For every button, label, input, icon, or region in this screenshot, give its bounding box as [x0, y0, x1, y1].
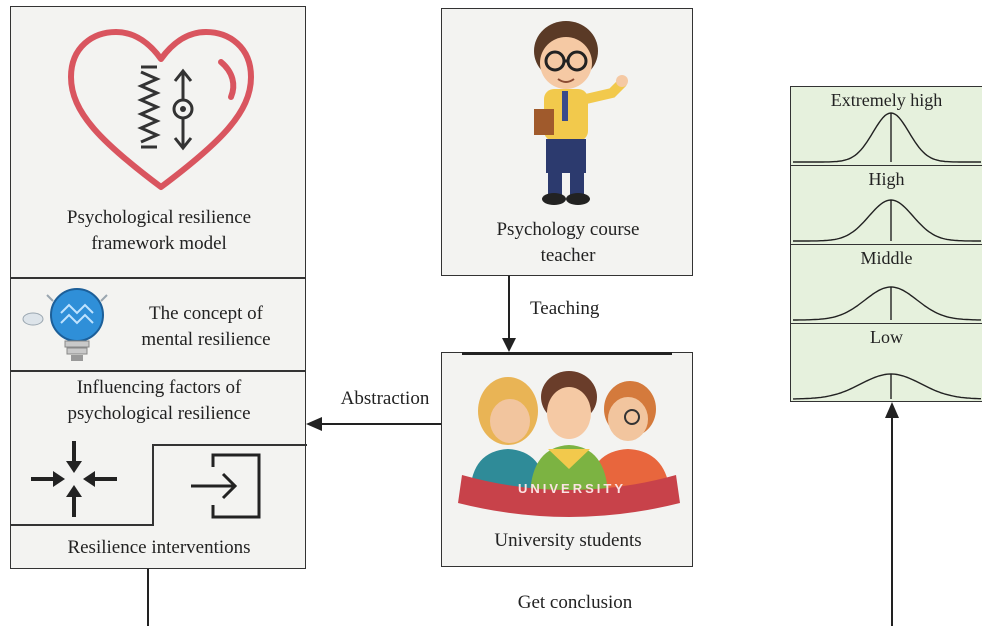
- framework-label: Psychological resilience framework model: [66, 207, 252, 254]
- level-label: Middle: [860, 248, 913, 268]
- teacher-box: Psychology course teacher: [441, 8, 693, 276]
- bell-curve-icon: [793, 373, 981, 400]
- level-band-low: Low: [791, 324, 982, 403]
- students-top-bar: [462, 352, 672, 355]
- separator-concept: [11, 370, 305, 372]
- students-label: University students: [494, 530, 642, 551]
- bell-curve-icon: [793, 286, 981, 321]
- factors-divider: [11, 444, 307, 526]
- level-band-high: High: [791, 166, 982, 245]
- concept-label: The concept of mental resilience: [141, 303, 271, 350]
- converging-arrows-icon: [31, 441, 117, 517]
- lightbulb-icon: [22, 288, 108, 361]
- level-label: Extremely high: [830, 90, 943, 110]
- teacher-label: Psychology course teacher: [496, 219, 640, 266]
- students-banner-text: UNIVERSITY: [517, 481, 626, 496]
- bell-curve-path: [793, 286, 981, 321]
- bell-curve-path: [793, 373, 981, 400]
- separator-framework: [11, 277, 305, 279]
- students-box: UNIVERSITY University students: [441, 352, 693, 567]
- interventions-label: Resilience interventions: [67, 537, 251, 558]
- bell-curve-icon: [793, 199, 981, 242]
- level-label: High: [868, 169, 905, 189]
- heart-resilience-icon: [68, 29, 254, 190]
- framework-panel: Psychological resilience framework model…: [10, 6, 307, 569]
- level-band-middle: Middle: [791, 245, 982, 324]
- teaching-label: Teaching: [530, 298, 600, 319]
- enter-icon: [191, 453, 261, 519]
- teacher-illustration: [534, 21, 628, 205]
- level-band-extremely-high: Extremely high: [791, 87, 982, 166]
- bell-curve-path: [793, 112, 981, 163]
- factors-label: Influencing factors of psychological res…: [67, 377, 251, 424]
- bell-curve-path: [793, 199, 981, 242]
- abstraction-label: Abstraction: [340, 388, 430, 409]
- conclusion-label: Get conclusion: [517, 592, 633, 613]
- students-illustration: [458, 371, 680, 517]
- bell-curve-icon: [793, 112, 981, 163]
- level-label: Low: [870, 327, 903, 347]
